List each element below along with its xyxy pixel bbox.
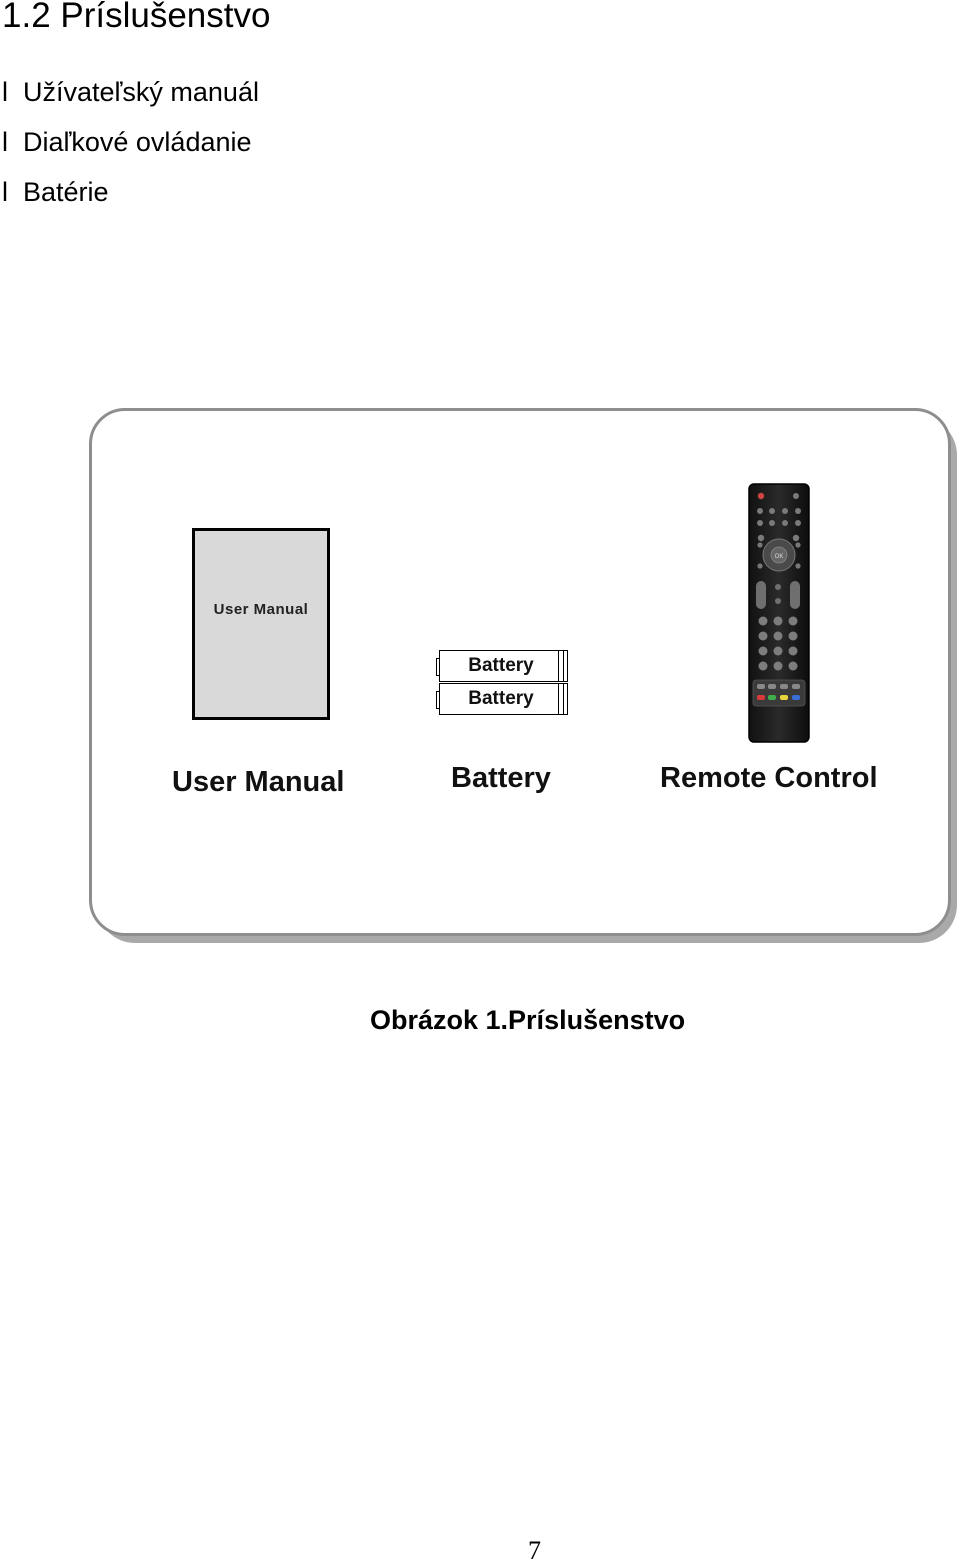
battery-terminal [436, 691, 440, 709]
remote-color-key [768, 695, 776, 700]
battery-terminal [436, 658, 440, 676]
remote-ok-label: OK [775, 554, 784, 560]
manual-book-label: User Manual [213, 601, 309, 618]
battery-label: Battery [468, 688, 534, 709]
section-heading: 1.2 Príslušenstvo [2, 0, 271, 35]
list-bullet: l [2, 127, 8, 157]
caption-battery: Battery [451, 762, 551, 794]
remote-control-illustration: OK [748, 483, 810, 743]
battery-illustration: Battery [436, 650, 570, 682]
user-manual-book-illustration: User Manual [192, 528, 330, 720]
battery-body: Battery [439, 683, 568, 715]
page-number: 7 [528, 1536, 541, 1565]
battery-illustration: Battery [436, 683, 570, 715]
caption-remote-control: Remote Control [660, 762, 878, 794]
list-bullet: l [2, 177, 8, 207]
remote-color-key [780, 695, 788, 700]
remote-color-key [757, 695, 765, 700]
battery-label: Battery [468, 655, 534, 676]
list-item-text: Užívateľský manuál [23, 77, 259, 107]
caption-user-manual: User Manual [172, 766, 345, 798]
remote-color-key [792, 695, 800, 700]
battery-body: Battery [439, 650, 568, 682]
list-item-text: Batérie [23, 177, 109, 207]
list-bullet: l [2, 77, 8, 107]
figure-caption: Obrázok 1.Príslušenstvo [370, 1005, 686, 1035]
list-item-text: Diaľkové ovládanie [23, 127, 252, 157]
